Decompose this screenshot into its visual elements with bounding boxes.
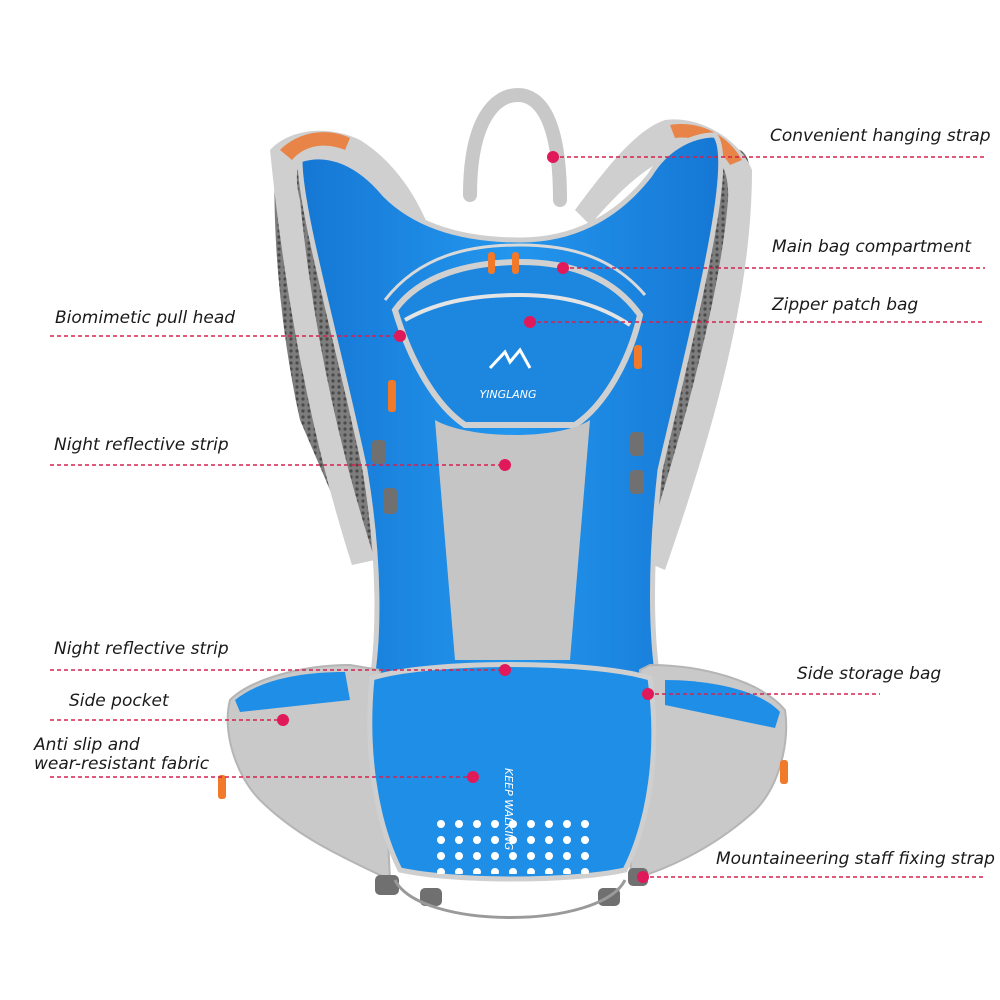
callout-dot-anti-slip	[467, 771, 479, 783]
cord-stopper-6	[420, 888, 442, 906]
callout-dot-reflective-lower	[499, 664, 511, 676]
cord-stopper-4	[630, 470, 644, 494]
pocket-zipper-line	[404, 292, 632, 327]
label-side-pocket: Side pocket	[69, 691, 169, 711]
hanging-strap	[463, 87, 567, 207]
callout-dot-side-storage	[642, 688, 654, 700]
zipper-pull-4	[634, 345, 642, 369]
cord-stopper-2	[630, 432, 644, 456]
right-shoulder-orange-patch	[670, 124, 742, 165]
zipper-pull-2	[512, 252, 519, 274]
logo-mark-icon	[488, 347, 532, 370]
label-anti-slip-line1: Anti slip and	[34, 735, 140, 755]
callout-dot-pull-head	[394, 330, 406, 342]
label-reflective-strip-lower: Night reflective strip	[54, 639, 229, 659]
zipper-pull-1	[488, 252, 495, 274]
brand-logo-text: YINGLANG	[479, 388, 536, 401]
reflective-dot-area	[432, 818, 592, 874]
left-shoulder-orange-patch	[280, 132, 350, 160]
label-anti-slip-line2: wear-resistant fabric	[34, 754, 210, 774]
cord-stopper-1	[372, 440, 386, 464]
label-main-compartment: Main bag compartment	[772, 237, 972, 257]
bottom-cord	[393, 879, 627, 919]
cord-stopper-5	[375, 875, 399, 895]
callout-dot-staff-strap	[637, 871, 649, 883]
label-reflective-strip-upper: Night reflective strip	[54, 435, 229, 455]
callout-dot-reflective-upper	[499, 459, 511, 471]
waist-belt-left	[226, 663, 392, 882]
left-shoulder-strap	[270, 130, 430, 565]
right-side-pocket-blue	[665, 680, 780, 728]
callout-dot-main-compartment	[557, 262, 569, 274]
left-side-pocket-blue	[235, 672, 350, 712]
label-staff-strap: Mountaineering staff fixing strap	[716, 849, 995, 869]
zipper-pull-6	[780, 760, 788, 784]
label-hanging-strap: Convenient hanging strap	[770, 126, 991, 146]
label-side-storage-bag: Side storage bag	[797, 664, 942, 684]
label-zipper-patch-bag: Zipper patch bag	[772, 295, 919, 315]
right-shoulder-strap	[575, 119, 752, 571]
callout-dot-side-pocket	[277, 714, 289, 726]
waist-print-text: KEEP WALKING	[502, 768, 515, 850]
cord-stopper-3	[383, 488, 397, 514]
zipper-pull-5	[218, 775, 226, 799]
label-pull-head: Biomimetic pull head	[55, 308, 236, 328]
center-reflective-panel	[435, 420, 590, 660]
zipper-pull-3	[388, 380, 396, 412]
callout-dot-zipper-patch	[524, 316, 536, 328]
callout-dot-hanging-strap	[547, 151, 559, 163]
